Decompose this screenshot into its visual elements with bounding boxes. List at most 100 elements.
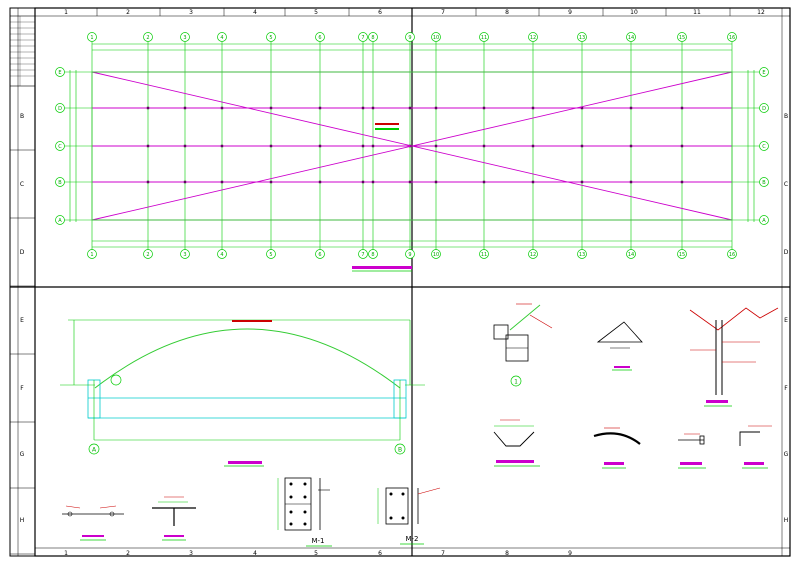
column-ruler-label: 5 xyxy=(314,9,318,16)
detail-angle xyxy=(596,321,643,371)
plan-axis-bubble-y xyxy=(759,103,769,113)
row-ruler-label-right: B xyxy=(784,113,788,120)
plan-axis-label-y: B xyxy=(762,180,766,186)
column-ruler-label: 4 xyxy=(253,9,257,16)
row-ruler-label-right: F xyxy=(784,385,788,392)
plan-axis-label: 14 xyxy=(628,252,634,258)
detail-brace xyxy=(62,505,124,541)
plan-axis-label: 10 xyxy=(433,252,439,258)
plan-axis-bubble xyxy=(217,32,227,42)
detail-m1: M-1 xyxy=(277,477,332,547)
plan-axis-label: 12 xyxy=(530,252,536,258)
column-ruler-bottom-label: 4 xyxy=(253,550,257,557)
plan-axis-label: 8 xyxy=(371,252,374,258)
plan-axis-bubble xyxy=(266,249,276,259)
column-ruler-label: 11 xyxy=(693,9,701,16)
detail-node-1: 1 xyxy=(493,303,553,387)
plan-axis-bubble xyxy=(87,32,97,42)
plan-axis-bubble xyxy=(180,32,190,42)
plan-axis-label: 3 xyxy=(183,35,186,41)
plan-axis-bubble xyxy=(143,249,153,259)
detail-section-aa xyxy=(678,433,706,469)
plan-axis-label: 11 xyxy=(481,35,487,41)
node-bubble-1: 1 xyxy=(514,379,518,386)
plan-axis-label-y: A xyxy=(762,218,766,224)
column-ruler-bottom-label: 1 xyxy=(64,550,68,557)
plan-axis-bubble-y xyxy=(55,67,65,77)
plan-axis-label-y: E xyxy=(762,70,765,76)
plan-axis-label: 7 xyxy=(361,35,364,41)
row-ruler-label: F xyxy=(20,385,24,392)
plan-axis-label: 4 xyxy=(220,252,223,258)
plan-axis-bubble-y xyxy=(759,67,769,77)
column-ruler-bottom-label: 6 xyxy=(378,550,382,557)
plan-axis-label-y: C xyxy=(762,144,766,150)
plan-axis-label: 13 xyxy=(579,252,585,258)
plan-axis-bubble-y xyxy=(55,103,65,113)
plan-axis-bubble xyxy=(143,32,153,42)
plan-axis-bubble xyxy=(315,32,325,42)
plan-axis-label: 2 xyxy=(146,35,149,41)
plan-axis-label: 5 xyxy=(269,35,272,41)
plan-axis-bubble xyxy=(677,32,687,42)
plan-axis-bubble xyxy=(479,249,489,259)
roof-plan: 1122334455667788991010111112121313141415… xyxy=(55,32,769,272)
plan-axis-bubble xyxy=(266,32,276,42)
row-ruler-label: H xyxy=(20,517,25,524)
plan-axis-bubble xyxy=(405,249,415,259)
row-ruler-label: G xyxy=(20,451,25,458)
plan-axis-label: 15 xyxy=(679,252,685,258)
plan-axis-label: 16 xyxy=(729,35,735,41)
row-ruler-label: D xyxy=(20,249,25,256)
detail-gable xyxy=(689,307,779,407)
plan-axis-bubble xyxy=(431,249,441,259)
plan-axis-bubble xyxy=(577,249,587,259)
plan-axis-label: 6 xyxy=(318,35,321,41)
sheet-border xyxy=(9,7,791,557)
detail-curved-panel xyxy=(593,427,641,469)
plan-axis-bubble-y xyxy=(55,177,65,187)
plan-axis-bubble xyxy=(368,249,378,259)
column-ruler-label: 12 xyxy=(757,9,765,16)
plan-axis-bubble xyxy=(528,32,538,42)
plan-axis-bubble-y xyxy=(55,215,65,225)
plan-axis-bubble xyxy=(727,249,737,259)
plan-axis-bubble xyxy=(431,32,441,42)
plan-axis-bubble xyxy=(358,249,368,259)
plan-axis-label: 13 xyxy=(579,35,585,41)
plan-axis-bubble-y xyxy=(759,141,769,151)
plan-axis-bubble-y xyxy=(759,177,769,187)
plan-axis-bubble xyxy=(577,32,587,42)
column-ruler-bottom-label: 7 xyxy=(441,550,445,557)
axis-bubble-b: B xyxy=(398,447,402,454)
plan-axis-bubble xyxy=(180,249,190,259)
plan-axis-label: 3 xyxy=(183,252,186,258)
label-m2: M-2 xyxy=(405,535,418,543)
plan-axis-label: 4 xyxy=(220,35,223,41)
plan-axis-label-y: E xyxy=(58,70,61,76)
column-ruler-label: 7 xyxy=(441,9,445,16)
column-ruler-bottom-label: 5 xyxy=(314,550,318,557)
detail-tee xyxy=(152,496,196,541)
plan-axis-bubble xyxy=(626,249,636,259)
plan-axis-label: 5 xyxy=(269,252,272,258)
plan-axis-bubble xyxy=(479,32,489,42)
plan-axis-bubble xyxy=(217,249,227,259)
plan-axis-label: 2 xyxy=(146,252,149,258)
plan-axis-label: 11 xyxy=(481,252,487,258)
plan-axis-label: 1 xyxy=(90,35,93,41)
plan-axis-label: 7 xyxy=(361,252,364,258)
plan-axis-label-y: A xyxy=(58,218,62,224)
plan-axis-label: 10 xyxy=(433,35,439,41)
column-ruler-bottom-label: 9 xyxy=(568,550,572,557)
plan-axis-bubble xyxy=(528,249,538,259)
plan-axis-label: 6 xyxy=(318,252,321,258)
column-ruler-label: 1 xyxy=(64,9,68,16)
plan-axis-bubble xyxy=(358,32,368,42)
column-ruler-label: 2 xyxy=(126,9,130,16)
plan-axis-label: 1 xyxy=(90,252,93,258)
plan-axis-bubble-y xyxy=(759,215,769,225)
column-ruler-bottom-label: 3 xyxy=(189,550,193,557)
column-ruler-label: 3 xyxy=(189,9,193,16)
